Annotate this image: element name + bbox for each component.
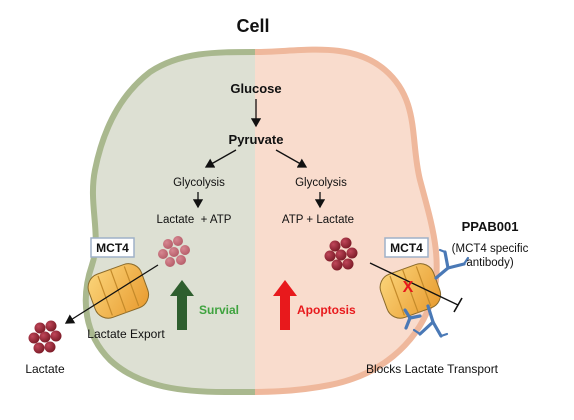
blocks-transport-label: Blocks Lactate Transport — [366, 362, 499, 376]
block-bar — [453, 297, 463, 313]
atp-lactate-right-label: ATP + Lactate — [282, 214, 354, 226]
arrow-pyruvate-left — [204, 149, 237, 168]
antibody-icon-left — [403, 308, 422, 330]
lactate-atp-left-label: Lactate + ATP — [157, 214, 232, 226]
block-x-mark: X — [403, 279, 414, 296]
glucose-label: Glucose — [230, 81, 281, 96]
lactate-outside-label: Lactate — [25, 362, 65, 376]
lactate-export-label: Lactate Export — [87, 327, 165, 341]
antibody-icon-lower — [412, 304, 449, 338]
lactate-cluster-outside — [28, 320, 62, 354]
survival-up-arrow — [170, 280, 194, 330]
lactate-export-arrow — [64, 264, 159, 324]
apoptosis-label: Apoptosis — [297, 303, 356, 317]
antibody-icon-upper — [434, 248, 470, 280]
lactate-cluster-inside-right — [324, 237, 358, 271]
blocked-transport-line — [369, 262, 459, 306]
mct4-label-right: MCT4 — [384, 237, 429, 258]
glycolysis-left-label: Glycolysis — [173, 177, 225, 189]
arrow-pyruvate-right — [275, 149, 308, 168]
svg-text:MCT4: MCT4 — [390, 241, 423, 255]
apoptosis-up-arrow — [273, 280, 297, 330]
svg-text:MCT4: MCT4 — [96, 241, 129, 255]
glycolysis-right-label: Glycolysis — [295, 177, 347, 189]
drug-desc-line2: antibody) — [466, 257, 513, 269]
survival-label: Survial — [199, 303, 239, 317]
mct4-label-left: MCT4 — [90, 237, 135, 258]
pyruvate-label: Pyruvate — [229, 132, 284, 147]
drug-desc-line1: (MCT4 specific — [452, 243, 529, 255]
drug-name: PPAB001 — [462, 219, 519, 234]
mct4-transporter-left — [87, 263, 150, 319]
cell-title: Cell — [236, 16, 269, 36]
mct4-transporter-right — [379, 263, 442, 319]
lactate-cluster-inside-left — [158, 236, 190, 267]
